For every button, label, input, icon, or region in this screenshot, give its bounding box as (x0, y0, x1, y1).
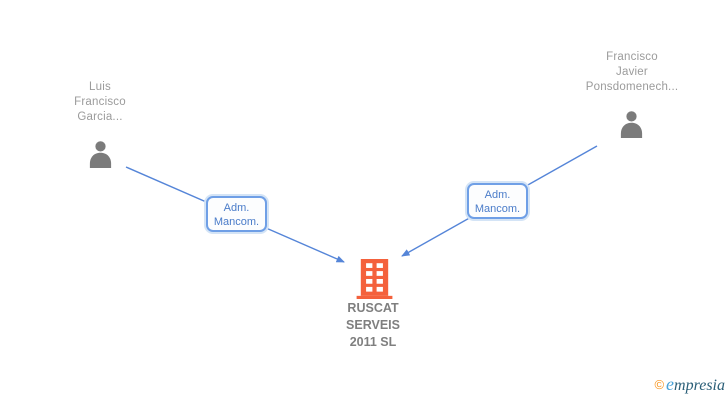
person-name-line: Luis (89, 81, 111, 93)
person-icon-right[interactable] (618, 109, 645, 143)
edge-label-line: Adm. (484, 189, 511, 201)
person-icon-left[interactable] (87, 139, 114, 173)
person-name-line: Ponsdomenech... (585, 81, 679, 93)
company-name-line: SERVEIS (346, 318, 400, 332)
person-icon (89, 141, 112, 168)
person-name-line: Garcia... (77, 111, 123, 123)
company-name-line: RUSCAT (347, 301, 399, 315)
person-icon (620, 111, 643, 138)
empresia-logo: ©empresia (654, 375, 725, 395)
edge-label-line: Mancom. (474, 203, 521, 215)
company-name-line: 2011 SL (349, 335, 397, 349)
building-icon (356, 259, 393, 299)
edge-label-line: Adm. (223, 202, 250, 214)
person-name-line: Francisco (74, 96, 126, 108)
person-node-left-name[interactable]: Luis Francisco Garcia... (40, 80, 160, 125)
company-icon-building[interactable] (356, 259, 393, 304)
edge-label-line: Mancom. (213, 216, 260, 228)
person-name-line: Francisco (606, 51, 658, 63)
edge-label-adm-mancom-right: Adm. Mancom. (467, 183, 528, 219)
person-node-right-name[interactable]: Francisco Javier Ponsdomenech... (569, 50, 695, 95)
edge-label-adm-mancom-left: Adm. Mancom. (206, 196, 267, 232)
brand-text: mpresia (674, 377, 725, 394)
brand-initial: e (666, 374, 675, 394)
copyright-icon: © (654, 377, 665, 392)
person-name-line: Javier (616, 66, 648, 78)
company-node-name[interactable]: RUSCAT SERVEIS 2011 SL (312, 300, 434, 351)
